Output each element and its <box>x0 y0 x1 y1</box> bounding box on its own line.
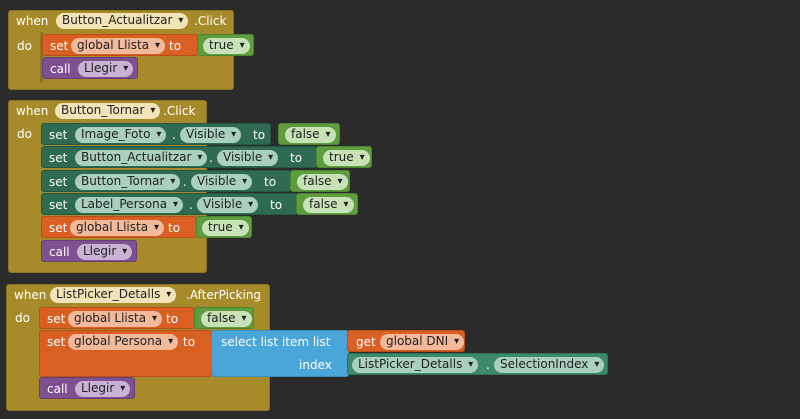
boolean-dropdown[interactable]: true <box>203 38 250 54</box>
get-variable-block[interactable]: get global DNI <box>347 330 465 352</box>
logic-false-block[interactable]: false <box>278 123 340 145</box>
set-component-property-block[interactable]: set Label_Persona . Visible to <box>41 193 297 215</box>
event-block-header: when Button_Tornar .Click <box>8 100 207 122</box>
call-label: call <box>50 62 71 76</box>
component-dropdown[interactable]: Image_Foto <box>75 127 167 143</box>
call-label: call <box>47 382 68 396</box>
event-block-header: when ListPicker_Detalls .AfterPicking <box>6 284 270 306</box>
get-label: get <box>356 335 376 349</box>
do-socket <box>40 32 43 82</box>
set-variable-block[interactable]: set global Llista to <box>41 216 197 238</box>
property-dropdown[interactable]: Visible <box>217 150 279 166</box>
logic-false-block[interactable]: false <box>290 170 350 192</box>
property-dropdown[interactable]: Visible <box>180 127 242 143</box>
procedure-dropdown[interactable]: Llegir <box>75 381 131 397</box>
logic-false-block[interactable]: false <box>194 307 254 329</box>
dot-label: . <box>486 358 490 372</box>
do-label: do <box>17 39 32 53</box>
dot-label: . <box>189 198 193 212</box>
set-component-property-block[interactable]: set Button_Tornar . Visible to <box>41 170 291 192</box>
component-dropdown[interactable]: ListPicker_Detalls <box>50 287 177 303</box>
to-label: to <box>169 39 182 53</box>
component-dropdown[interactable]: Label_Persona <box>75 197 184 213</box>
set-label: set <box>49 128 68 142</box>
event-name: .Click <box>194 14 227 28</box>
call-procedure-block[interactable]: call Llegir <box>42 57 138 79</box>
do-label: do <box>17 127 32 141</box>
property-dropdown[interactable]: SelectionIndex <box>494 357 605 373</box>
boolean-dropdown[interactable]: true <box>202 220 249 236</box>
logic-false-block[interactable]: false <box>296 193 358 215</box>
set-label: set <box>49 198 68 212</box>
set-component-property-block[interactable]: set Button_Actualitzar . Visible to <box>41 146 317 168</box>
to-label: to <box>290 151 303 165</box>
variable-dropdown[interactable]: global Llista <box>70 220 165 236</box>
set-label: set <box>47 312 66 326</box>
component-property-getter-block[interactable]: ListPicker_Detalls . SelectionIndex <box>347 353 608 375</box>
variable-dropdown[interactable]: global Persona <box>68 334 179 350</box>
do-label: do <box>15 311 30 325</box>
to-label: to <box>270 198 283 212</box>
to-label: to <box>264 175 277 189</box>
to-label: to <box>183 335 196 349</box>
component-dropdown[interactable]: Button_Tornar <box>55 103 161 119</box>
to-label: to <box>166 312 179 326</box>
dot-label: . <box>172 128 176 142</box>
dot-label: . <box>183 175 187 189</box>
call-procedure-block[interactable]: call Llegir <box>41 240 137 262</box>
boolean-dropdown[interactable]: false <box>285 127 336 143</box>
set-variable-block[interactable]: set global Llista to <box>42 34 198 56</box>
set-label: set <box>49 221 68 235</box>
variable-dropdown[interactable]: global Llista <box>71 38 166 54</box>
boolean-dropdown[interactable]: false <box>297 174 348 190</box>
boolean-dropdown[interactable]: true <box>323 150 370 166</box>
to-label: to <box>253 128 266 142</box>
call-label: call <box>49 245 70 259</box>
procedure-dropdown[interactable]: Llegir <box>77 244 133 260</box>
set-label: set <box>49 175 68 189</box>
property-dropdown[interactable]: Visible <box>191 174 253 190</box>
index-label: index <box>299 358 332 372</box>
variable-dropdown[interactable]: global DNI <box>380 334 465 350</box>
dot-label: . <box>209 151 213 165</box>
event-name: .Click <box>163 104 196 118</box>
component-dropdown[interactable]: Button_Actualitzar <box>75 150 208 166</box>
set-label: set <box>50 39 69 53</box>
component-dropdown[interactable]: Button_Actualitzar <box>56 13 189 29</box>
to-label: to <box>168 221 181 235</box>
component-dropdown[interactable]: ListPicker_Detalls <box>352 357 479 373</box>
event-name: .AfterPicking <box>186 288 262 302</box>
set-label: set <box>47 335 66 349</box>
property-dropdown[interactable]: Visible <box>197 197 259 213</box>
set-component-property-block[interactable]: set Image_Foto . Visible to <box>41 123 271 145</box>
logic-true-block[interactable]: true <box>196 216 252 238</box>
set-label: set <box>49 151 68 165</box>
call-procedure-block[interactable]: call Llegir <box>39 377 135 399</box>
when-label: when <box>16 104 49 118</box>
variable-dropdown[interactable]: global Llista <box>68 311 163 327</box>
event-block-header: when Button_Actualitzar .Click <box>8 10 234 32</box>
component-dropdown[interactable]: Button_Tornar <box>75 174 181 190</box>
logic-true-block[interactable]: true <box>197 34 254 56</box>
boolean-dropdown[interactable]: false <box>303 197 354 213</box>
when-label: when <box>14 288 47 302</box>
when-label: when <box>16 14 49 28</box>
select-list-item-label: select list item list <box>221 335 331 349</box>
procedure-dropdown[interactable]: Llegir <box>78 61 134 77</box>
select-list-item-block[interactable]: select list item list index <box>211 330 349 377</box>
boolean-dropdown[interactable]: false <box>201 311 252 327</box>
set-variable-block[interactable]: set global Llista to <box>39 307 195 329</box>
set-variable-block[interactable]: set global Persona to <box>39 330 212 377</box>
logic-true-block[interactable]: true <box>316 146 372 168</box>
